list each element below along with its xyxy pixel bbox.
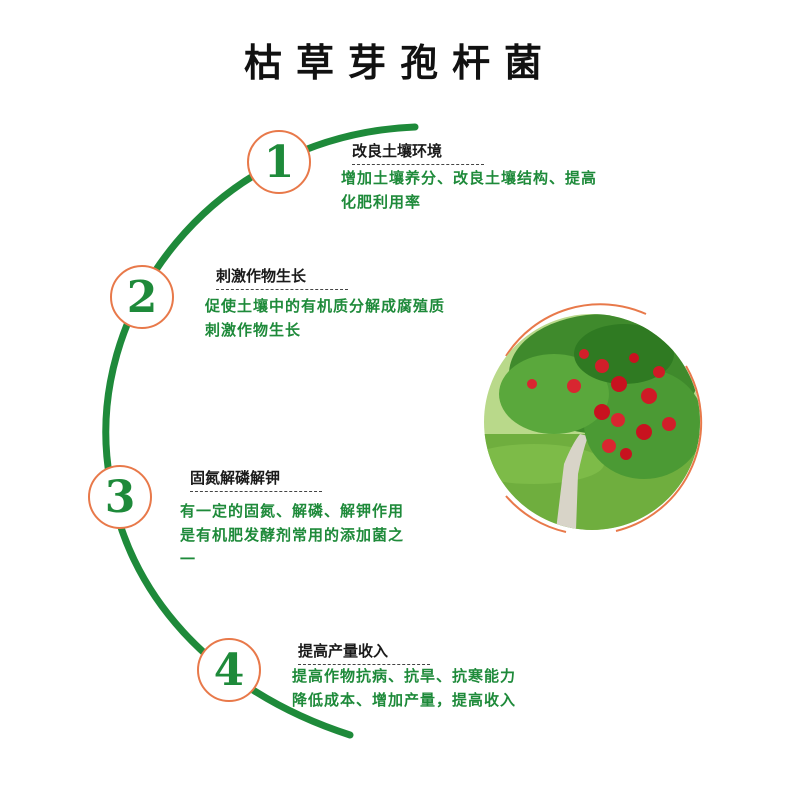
step-4-badge: 4: [197, 638, 261, 702]
step-3-number: 3: [104, 471, 136, 523]
step-2-line-2: 刺激作物生长: [205, 321, 302, 339]
step-3-description: 有一定的固氮、解磷、解钾作用 是有机肥发酵剂常用的添加菌之 一: [180, 499, 404, 571]
step-1-heading: 改良土壤环境: [352, 140, 484, 165]
step-1-number: 1: [263, 136, 295, 188]
step-2-number: 2: [126, 271, 158, 323]
step-3-line-2: 是有机肥发酵剂常用的添加菌之: [180, 526, 405, 544]
step-4-heading: 提高产量收入: [298, 640, 430, 665]
photo-ring: [505, 303, 703, 533]
step-3-line-1: 有一定的固氮、解磷、解钾作用: [180, 502, 405, 520]
step-1-line-2: 化肥利用率: [341, 193, 422, 211]
step-1-line-1: 增加土壤养分、改良土壤结构、提高: [341, 169, 598, 187]
step-4-number: 4: [213, 644, 245, 696]
apple-tree-photo-icon: [484, 314, 700, 530]
step-4-line-1: 提高作物抗病、抗旱、抗寒能力: [292, 667, 517, 685]
step-3-heading: 固氮解磷解钾: [190, 467, 322, 492]
page-title: 枯草芽孢杆菌: [243, 40, 556, 85]
step-4-description: 提高作物抗病、抗旱、抗寒能力 降低成本、增加产量，提高收入: [292, 664, 516, 712]
step-3-badge: 3: [88, 465, 152, 529]
step-3-line-3: 一: [180, 550, 197, 568]
apple-tree-illustration: [466, 296, 718, 548]
step-2-badge: 2: [110, 265, 174, 329]
step-4-line-2: 降低成本、增加产量，提高收入: [292, 691, 517, 709]
step-1-badge: 1: [247, 130, 311, 194]
step-2-line-1: 促使土壤中的有机质分解成腐殖质: [205, 297, 446, 315]
step-2-heading: 刺激作物生长: [216, 265, 348, 290]
step-1-description: 增加土壤养分、改良土壤结构、提高 化肥利用率: [341, 166, 597, 214]
step-2-description: 促使土壤中的有机质分解成腐殖质 刺激作物生长: [205, 294, 445, 342]
